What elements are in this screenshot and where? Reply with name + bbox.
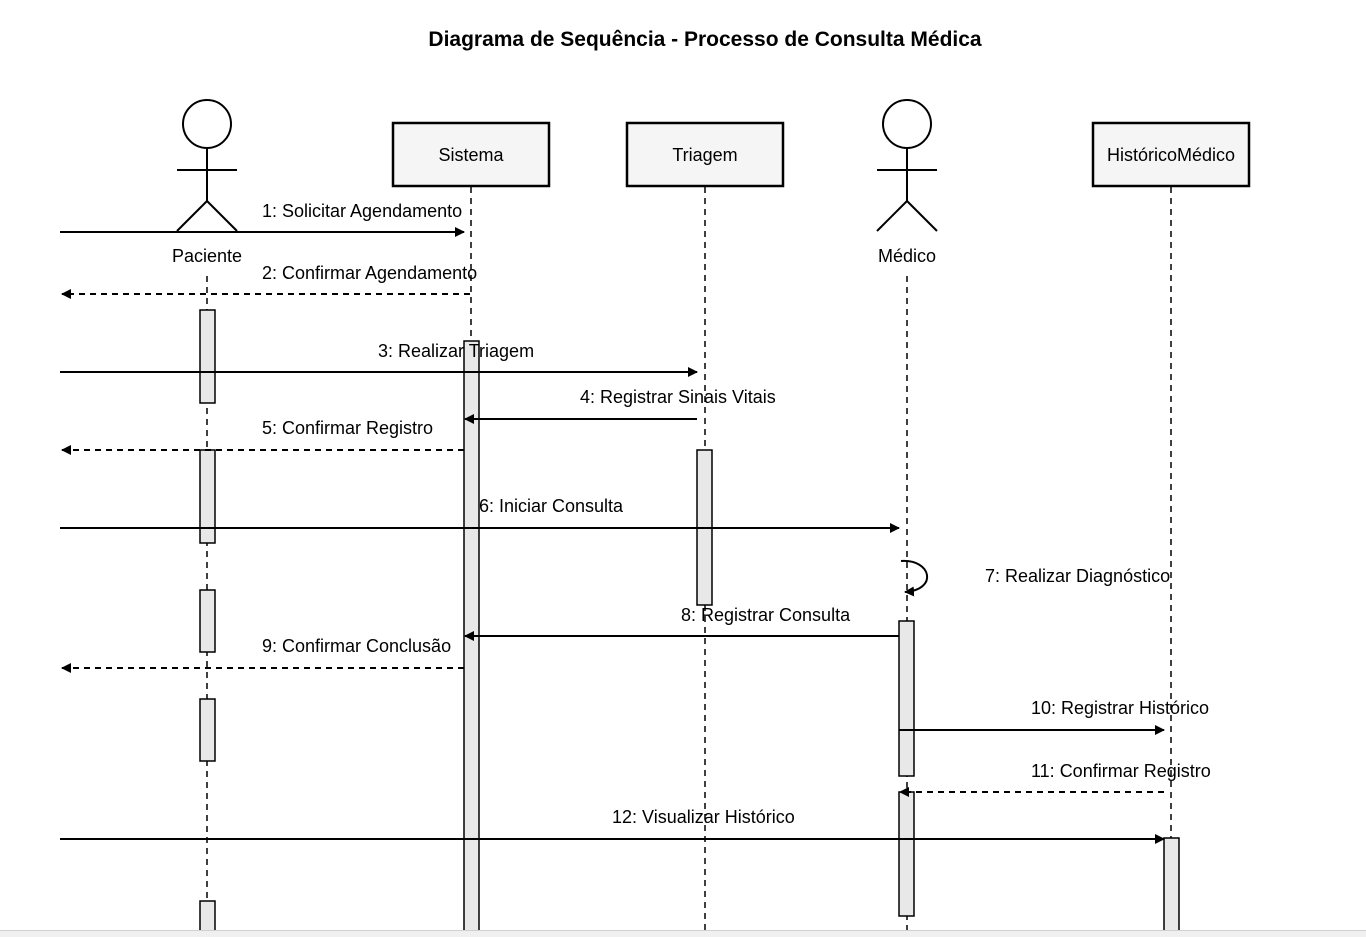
message-label: 6: Iniciar Consulta — [479, 496, 624, 516]
actor-medico — [876, 99, 938, 232]
participant-label-medico: Médico — [878, 246, 936, 266]
activation-bar — [199, 309, 216, 404]
message-arrow-self — [900, 559, 928, 597]
activation-bar — [199, 698, 216, 762]
message-label: 12: Visualizar Histórico — [612, 807, 795, 827]
message-label: 3: Realizar Triagem — [378, 341, 534, 361]
activation-bar — [199, 449, 216, 544]
participant-label-paciente: Paciente — [172, 246, 242, 266]
participant-label-historico: HistóricoMédico — [1107, 145, 1235, 165]
window-bottom-edge — [0, 930, 1366, 937]
message-label: 9: Confirmar Conclusão — [262, 636, 451, 656]
activation-bar — [1163, 837, 1180, 936]
participant-label-triagem: Triagem — [672, 145, 737, 165]
activation-bar — [199, 900, 216, 936]
message-label: 1: Solicitar Agendamento — [262, 201, 462, 221]
message-label: 4: Registrar Sinais Vitais — [580, 387, 776, 407]
actor-head-icon — [182, 99, 232, 149]
participant-label-sistema: Sistema — [438, 145, 504, 165]
message-label: 8: Registrar Consulta — [681, 605, 851, 625]
message-label: 5: Confirmar Registro — [262, 418, 433, 438]
participant-triagem: Triagem — [625, 121, 785, 188]
message-label: 2: Confirmar Agendamento — [262, 263, 477, 283]
activation-bar — [199, 589, 216, 653]
message-label: 10: Registrar Histórico — [1031, 698, 1209, 718]
participant-sistema: Sistema — [391, 121, 551, 188]
message-label: 11: Confirmar Registro — [1031, 761, 1211, 781]
activation-bar — [898, 791, 915, 917]
message-label: 7: Realizar Diagnóstico — [985, 566, 1170, 586]
actor-head-icon — [882, 99, 932, 149]
activation-bar — [898, 620, 915, 777]
diagram-title: Diagrama de Sequência - Processo de Cons… — [428, 28, 981, 51]
participant-historico: HistóricoMédico — [1091, 121, 1251, 188]
actor-paciente — [176, 99, 238, 232]
messages — [60, 227, 1165, 844]
activation-bar — [463, 340, 480, 936]
